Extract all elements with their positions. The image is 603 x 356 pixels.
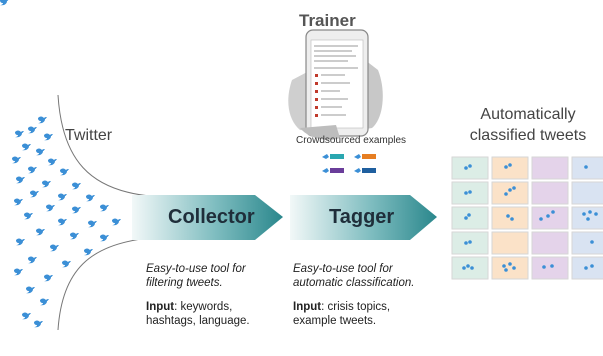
collector-desc-line2: filtering tweets. (146, 277, 223, 289)
tagger-input-key: Input (293, 301, 322, 313)
tagger-desc-line1: Easy-to-use tool for (293, 263, 393, 275)
tagger-description: Easy-to-use tool for automatic classific… (293, 262, 453, 328)
output-title-line1: Automatically (480, 106, 576, 123)
collector-description: Easy-to-use tool for filtering tweets. I… (146, 262, 286, 328)
collector-input-line1: Input: keywords, (146, 300, 286, 314)
collector-arrow (132, 195, 283, 240)
collector-desc-line1: Easy-to-use tool for (146, 263, 246, 275)
crowdsourced-examples-icons (322, 154, 376, 173)
tagger-label: Tagger (329, 206, 395, 228)
tagger-input-line2: example tweets. (293, 315, 377, 327)
twitter-label: Twitter (65, 127, 113, 144)
collector-input-key: Input (146, 301, 175, 313)
output-title: Automatically classified tweets (462, 104, 594, 146)
trainer-label: Trainer (299, 11, 356, 30)
output-title-line2: classified tweets (469, 127, 587, 144)
tagger-input-text1: : crisis topics, (321, 301, 391, 313)
collector-input-line2: hashtags, language. (146, 315, 250, 327)
collector-input-text1: : keywords, (174, 301, 233, 313)
twitter-birds (0, 0, 121, 328)
funnel-bottom-curve (57, 237, 151, 331)
collector-label: Collector (168, 206, 255, 228)
trainer-phone-image (288, 29, 383, 140)
crowdsourced-caption: Crowdsourced examples (296, 135, 407, 146)
classified-grid (451, 156, 603, 280)
funnel-top-curve (57, 94, 151, 197)
tagger-arrow (290, 195, 437, 240)
tagger-desc-line2: automatic classification. (293, 277, 415, 289)
tagger-input-line1: Input: crisis topics, (293, 300, 453, 314)
